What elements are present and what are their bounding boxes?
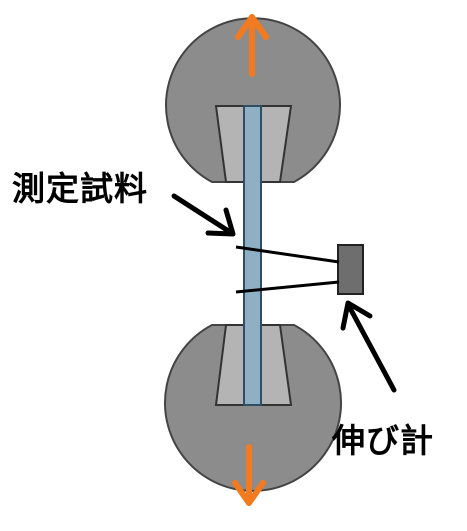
extensometer-arm-upper	[235, 245, 340, 264]
arrow-down-icon	[232, 444, 266, 506]
specimen-strip	[243, 105, 262, 406]
specimen-label: 測定試料	[12, 169, 148, 208]
upper-grip	[165, 17, 341, 183]
extensometer-arm-lower	[235, 280, 340, 294]
extensometer-callout-arrow	[340, 300, 397, 393]
extensometer-label: 伸び計	[332, 421, 434, 460]
arrow-up-icon	[235, 14, 269, 77]
specimen-callout-arrow	[171, 193, 236, 237]
extensometer-body	[337, 244, 364, 295]
